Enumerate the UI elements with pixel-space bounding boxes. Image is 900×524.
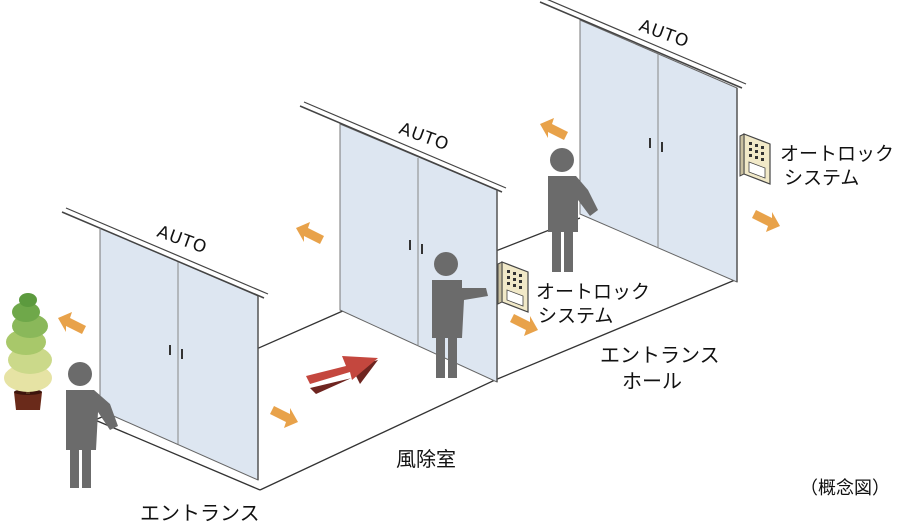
keypad-panel-icon [739,133,771,185]
label-hall-line2: ホール [622,369,682,393]
arrow-left-icon [540,118,568,140]
arrow-left-icon [296,222,324,244]
label-vestibule: 風除室 [396,447,456,471]
auto-door-entrance: AUTO [61,207,269,481]
label-autolock1-line1: オートロック [536,281,650,303]
red-direction-arrow-icon [306,356,378,394]
label-concept: （概念図） [800,477,890,499]
arrow-right-icon [270,406,298,428]
label-autolock1-line2: システム [538,305,613,327]
label-autolock2-line2: システム [784,167,859,189]
auto-door-vestibule: AUTO [299,101,507,383]
label-hall-line1: エントランス [600,343,720,367]
arrow-left-icon [58,312,86,334]
person-icon [66,362,118,488]
arrow-right-icon [510,314,538,336]
orange-arrows [58,118,780,428]
door-label: AUTO [154,222,210,259]
arrow-right-icon [752,210,780,232]
plant-icon [4,293,52,410]
label-entrance: エントランス [140,501,260,524]
person-icon [548,148,598,272]
label-autolock2-line1: オートロック [780,143,894,165]
keypad-panel-icon [497,261,529,313]
person-icon [432,252,488,378]
